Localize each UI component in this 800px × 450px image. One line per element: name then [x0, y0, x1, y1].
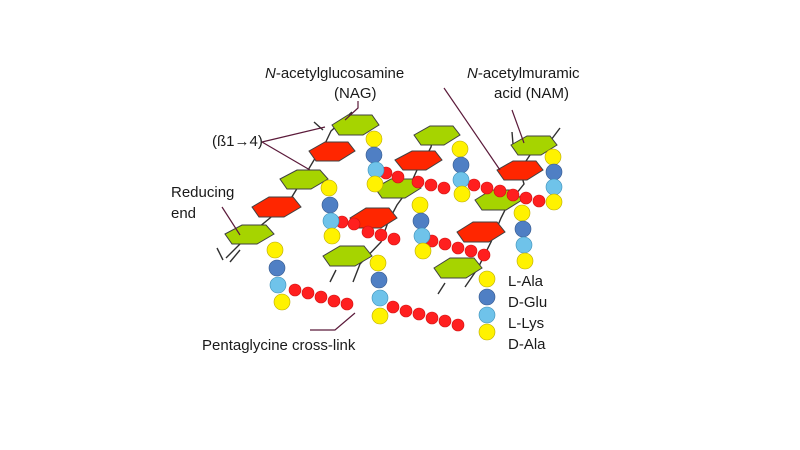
nam-sugar [496, 160, 544, 181]
peptide-stem-2 [320, 179, 341, 245]
peptide-stem-9 [544, 148, 563, 211]
peptide-stem-5 [411, 196, 432, 260]
linkage-label: (ß1→4) [212, 133, 263, 150]
pentaglycine-crosslink-3 [379, 166, 546, 208]
legend-d-ala: D-Ala [508, 336, 546, 353]
nag-sugar [279, 169, 329, 190]
reducing-end-label-line1: Reducing [171, 184, 234, 201]
nag-sugar [510, 135, 558, 156]
reducing-end-label-line2: end [171, 205, 196, 222]
nam-abbreviation: acid (NAM) [494, 85, 569, 102]
nag-sugar [433, 257, 483, 279]
peptide-stem-7 [478, 270, 496, 341]
nag-sugar [322, 245, 373, 267]
peptide-stem-1 [266, 241, 291, 311]
legend-d-glu: D-Glu [508, 294, 547, 311]
nam-sugar [394, 150, 443, 171]
pentaglycine-crosslink-1 [288, 283, 465, 332]
nam-label: N-acetylmuramic [467, 65, 580, 82]
glycan-strand-2 [322, 125, 461, 267]
nam-sugar [456, 221, 506, 243]
label-pointers [221, 87, 525, 331]
legend-l-ala: L-Ala [508, 273, 544, 290]
nam-sugar [308, 141, 356, 162]
nag-sugar [331, 114, 380, 136]
amino-acid-legend: L-Ala D-Glu L-Lys D-Ala [508, 273, 547, 353]
nag-sugar [374, 178, 422, 199]
crosslink-label: Pentaglycine cross-link [202, 337, 356, 354]
nag-sugar [413, 125, 461, 146]
nam-sugar [251, 196, 302, 218]
peptide-stem-3 [365, 130, 385, 193]
nag-label: N-acetylglucosamine [265, 65, 404, 82]
peptide-stem-4 [369, 254, 389, 325]
legend-l-lys: L-Lys [508, 315, 544, 332]
nag-sugar [224, 224, 275, 245]
peptide-stem-8 [513, 204, 534, 270]
peptide-stem-6 [451, 140, 471, 203]
nag-abbreviation: (NAG) [334, 85, 377, 102]
